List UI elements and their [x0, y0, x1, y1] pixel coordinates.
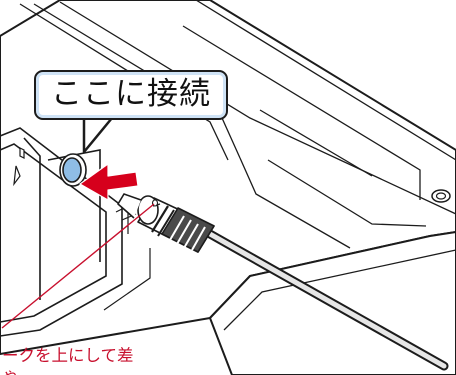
plug-orientation-note-cutoff: ゃ	[2, 366, 62, 375]
jack-icon	[59, 153, 87, 187]
screw-hole	[431, 189, 451, 203]
callout-label: ここに接続	[51, 76, 211, 112]
arrow-icon	[79, 163, 139, 201]
front-face-marks	[13, 147, 25, 187]
plug-orientation-note: ークを上にして差	[2, 346, 134, 365]
plug-icon	[117, 193, 215, 253]
device-bottom-inner	[223, 249, 456, 331]
callout-pointer-cover	[86, 116, 109, 146]
connection-callout: ここに接続	[34, 70, 228, 120]
cable	[205, 229, 449, 371]
annotation-leader-line	[1, 203, 155, 329]
